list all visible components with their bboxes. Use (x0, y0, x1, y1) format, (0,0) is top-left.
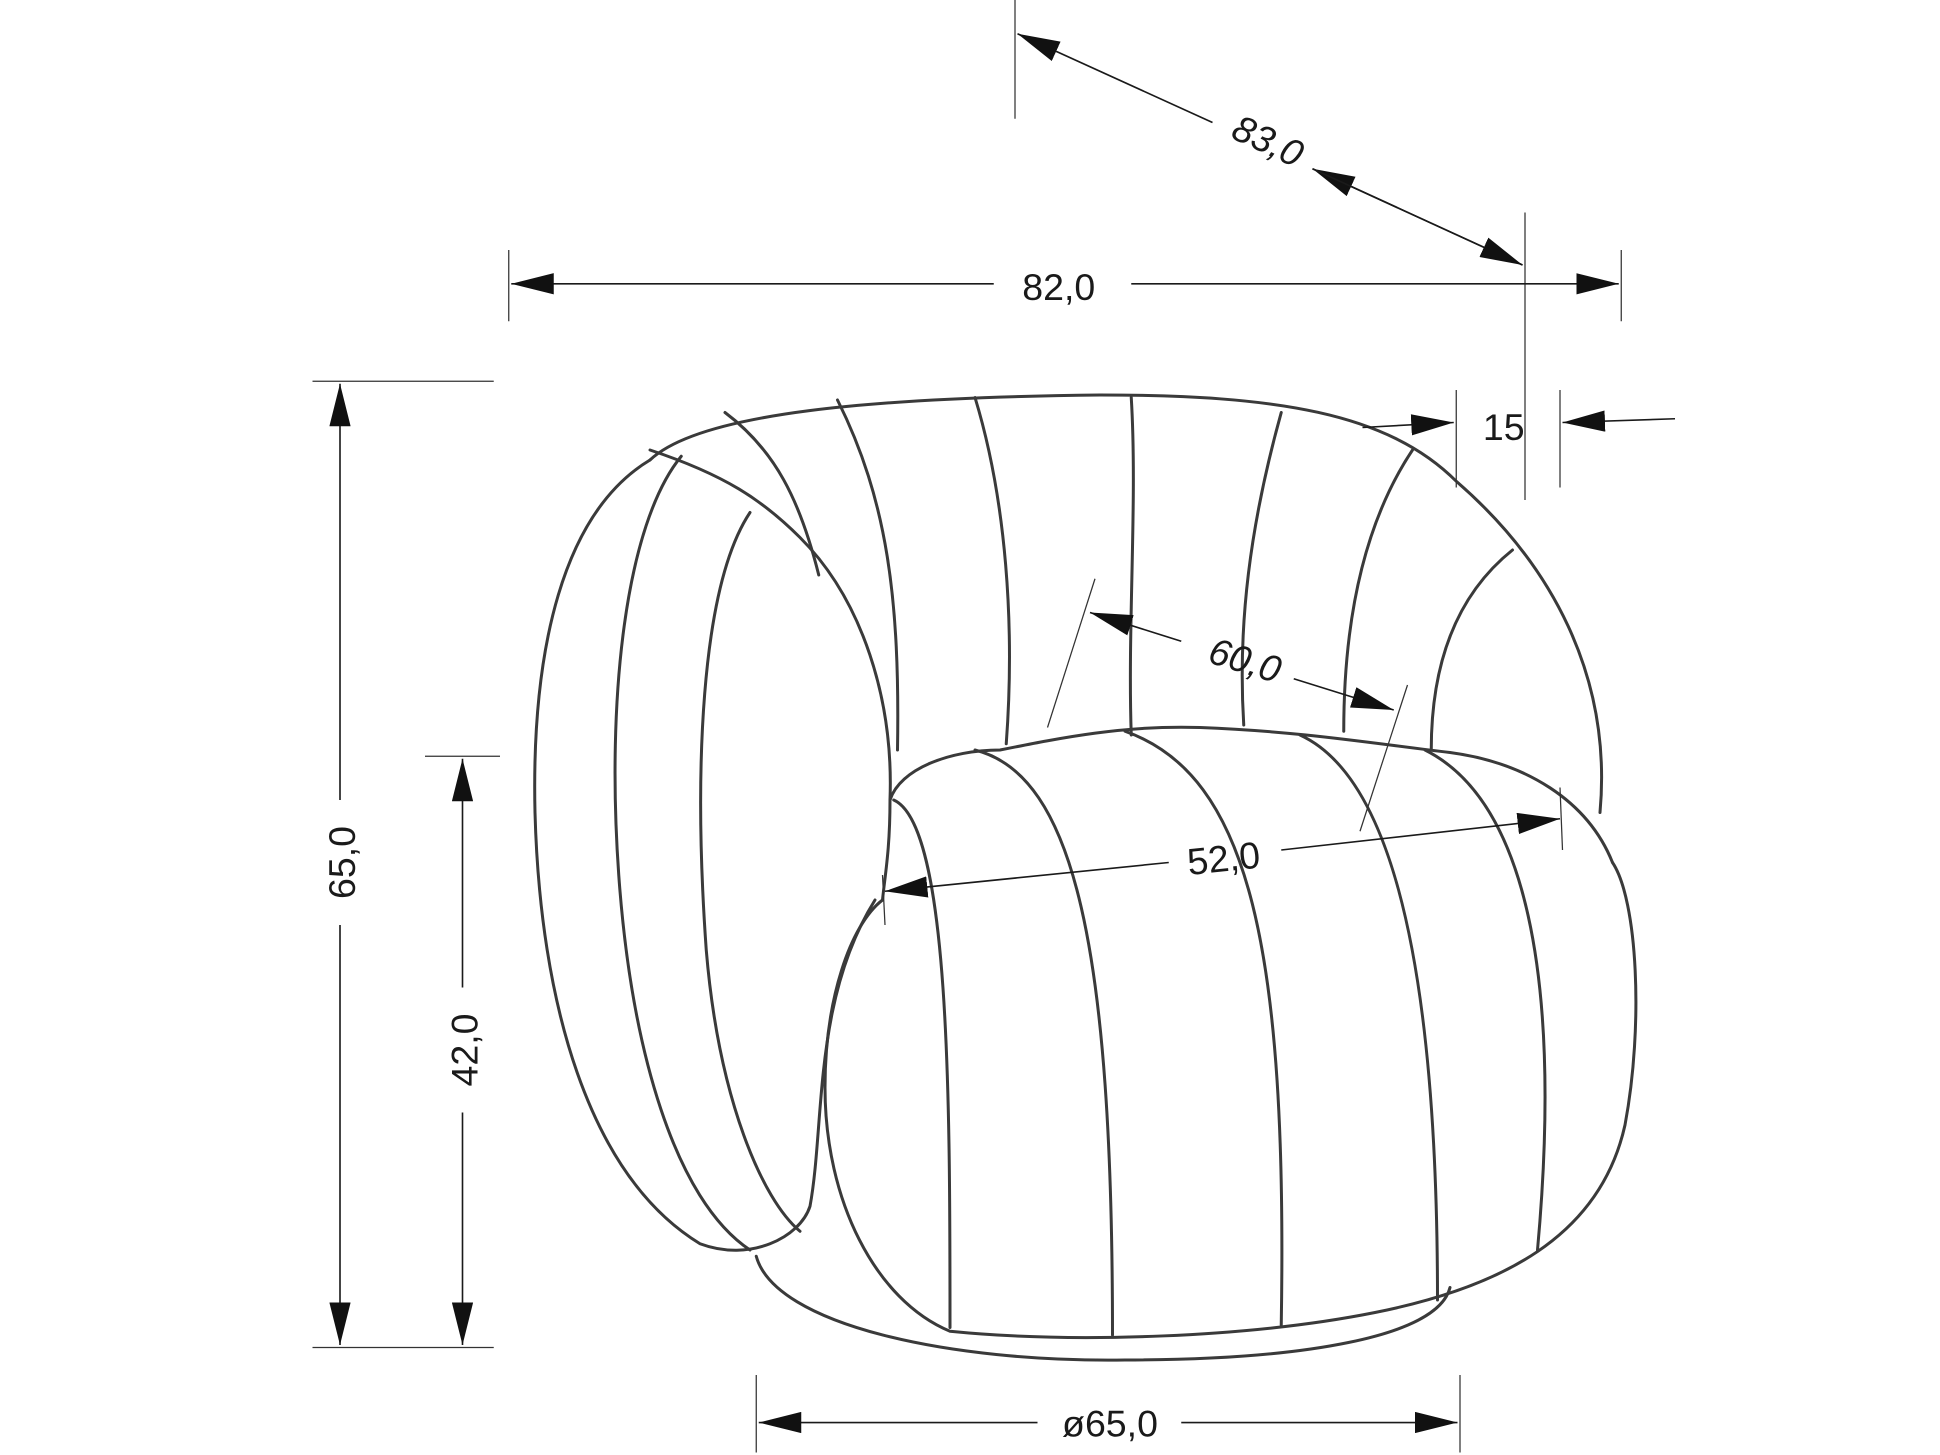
back-channel-1 (723, 411, 821, 577)
left-arm-outer (533, 458, 877, 1252)
seat-channel-2 (973, 748, 1114, 1337)
back-channel-5 (1240, 411, 1283, 727)
dimension-total-height: 65,0 (312, 380, 494, 1349)
chair-outline (533, 393, 1638, 1362)
seat-channel-3 (1123, 729, 1284, 1327)
dimension-diagonal-depth: 83,0 (1014, 0, 1526, 500)
left-arm-roll-2 (699, 511, 802, 1233)
back-channel-2 (836, 398, 900, 752)
back-channel-4 (1128, 396, 1135, 737)
dim-label-52: 52,0 (1185, 834, 1262, 883)
seat-front (823, 861, 1638, 1339)
dimension-armrest-offset: 15 (1362, 390, 1676, 488)
backrest-outer (648, 393, 1604, 814)
back-channel-7 (1429, 548, 1514, 752)
dim-label-65: 65,0 (321, 826, 363, 899)
left-arm-inner (648, 448, 892, 902)
dim-label-42: 42,0 (444, 1014, 486, 1087)
dimension-width: 82,0 (508, 250, 1622, 322)
dimension-base-diameter: ø65,0 (755, 1375, 1461, 1453)
dim-label-83: 83,0 (1226, 106, 1310, 175)
dim-label-15: 15 (1483, 406, 1525, 448)
seat-channel-5 (1423, 748, 1547, 1252)
seat-channel-4 (1298, 733, 1439, 1302)
seat-channel-1 (892, 798, 952, 1329)
dimension-seat-width: 52,0 (881, 787, 1564, 926)
dim-label-60: 60,0 (1204, 629, 1286, 691)
dim-label-82: 82,0 (1022, 266, 1095, 308)
dim-label-base-diameter: ø65,0 (1062, 1402, 1158, 1444)
back-channel-6 (1342, 448, 1414, 733)
swivel-base (754, 1254, 1452, 1362)
dimension-seat-height: 42,0 (425, 755, 500, 1345)
left-arm-roll (613, 454, 752, 1252)
back-channel-3 (973, 396, 1011, 746)
